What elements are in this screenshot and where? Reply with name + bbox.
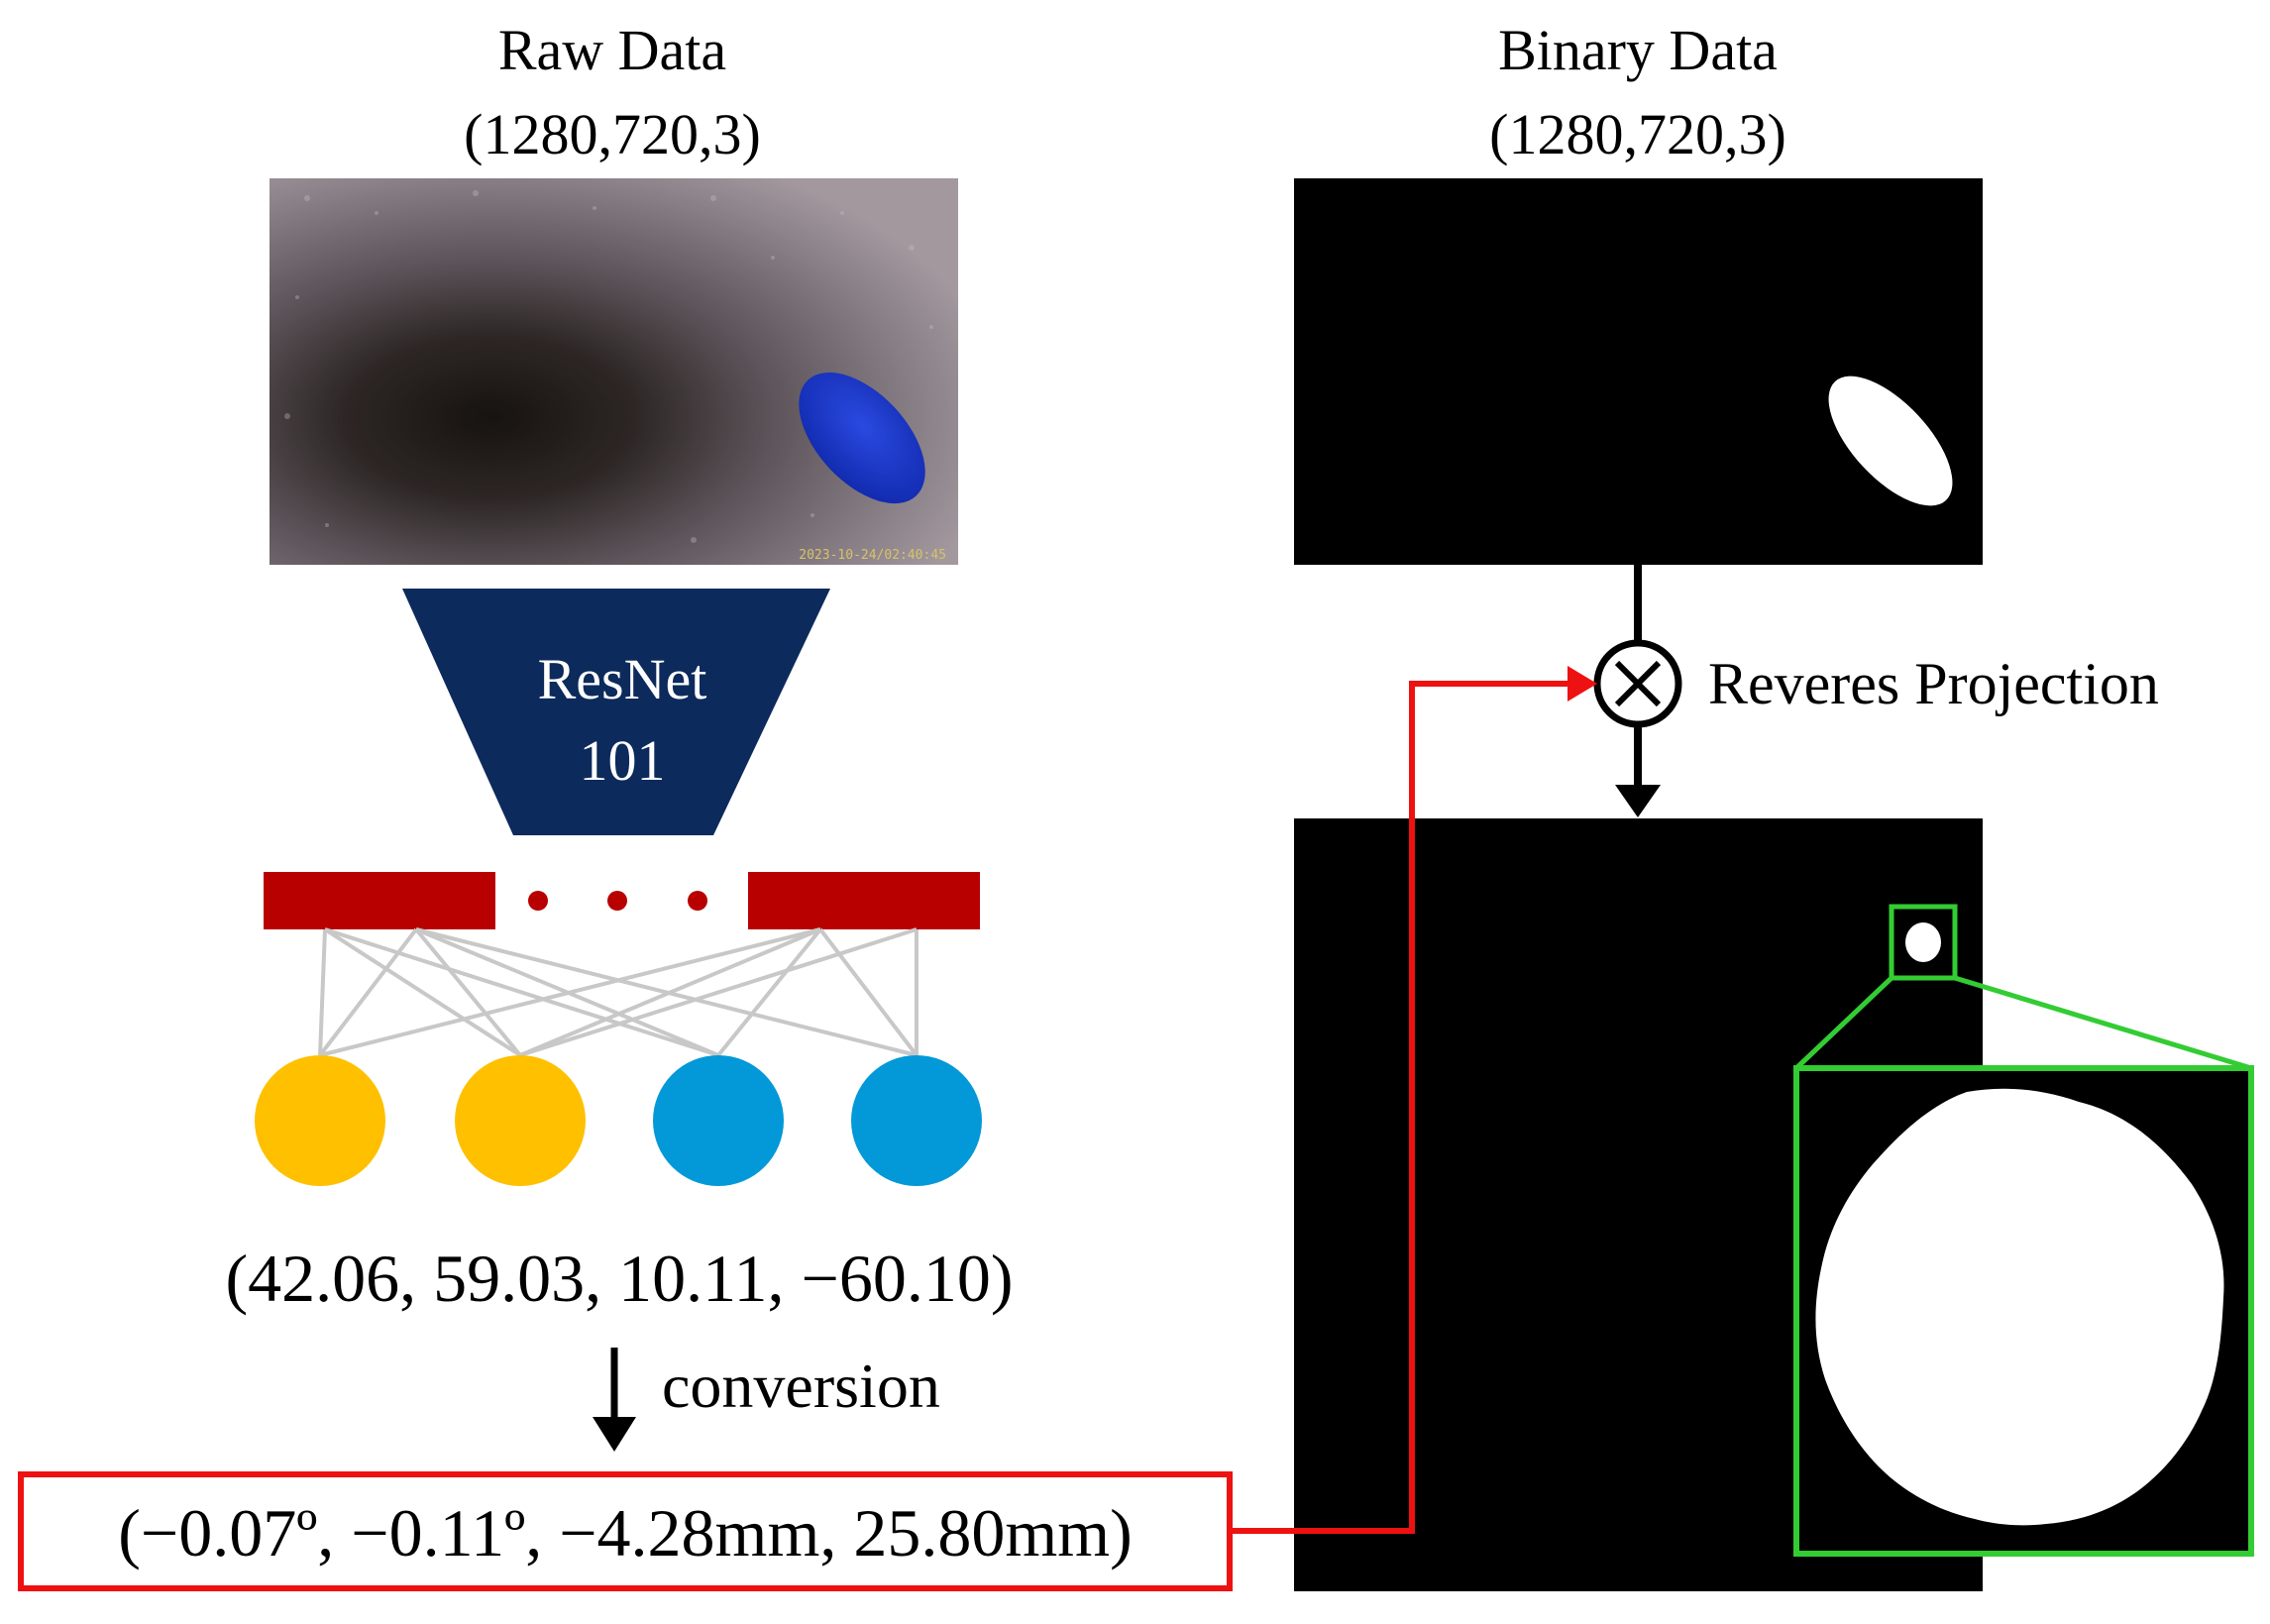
conversion-label: conversion bbox=[662, 1351, 940, 1421]
stone-blob bbox=[799, 372, 925, 504]
feature-layer-right bbox=[748, 872, 980, 929]
binary-data-shape: (1280,720,3) bbox=[1489, 102, 1786, 166]
circled-times-icon bbox=[1593, 639, 1682, 728]
ellipsis-dots bbox=[528, 891, 707, 911]
result-connector-arrow-head bbox=[1567, 666, 1597, 702]
conversion-arrow-head bbox=[593, 1417, 636, 1452]
binary-mask-image bbox=[1294, 178, 1983, 565]
zoom-source-box bbox=[1889, 904, 1958, 981]
binary-stone-blob bbox=[1828, 376, 1953, 506]
resnet-label-line1: ResNet bbox=[538, 647, 707, 711]
resnet-label-line2: 101 bbox=[580, 728, 666, 793]
result-values: (−0.07º, −0.11º, −4.28mm, 25.80mm) bbox=[118, 1495, 1133, 1570]
raw-data-shape: (1280,720,3) bbox=[464, 102, 761, 166]
projection-arrow-bottom-head bbox=[1615, 785, 1661, 817]
raw-data-title: Raw Data bbox=[498, 18, 726, 82]
reverse-projection-label: Reveres Projection bbox=[1708, 651, 2159, 716]
output-neuron-4 bbox=[851, 1055, 982, 1186]
zoomed-stone-shape bbox=[1815, 1088, 2224, 1526]
zoom-inset bbox=[1793, 1065, 2254, 1557]
camera-timestamp: 2023-10-24/02:40:45 bbox=[799, 548, 946, 563]
output-neuron-2 bbox=[455, 1055, 586, 1186]
output-neuron-3 bbox=[653, 1055, 784, 1186]
feature-layer-left bbox=[264, 872, 495, 929]
raw-camera-image: 2023-10-24/02:40:45 bbox=[270, 178, 958, 565]
prediction-values: (42.06, 59.03, 10.11, −60.10) bbox=[225, 1241, 1013, 1316]
zoom-connector-right bbox=[1954, 975, 2252, 1071]
result-to-projection-connector bbox=[1230, 681, 1570, 1534]
binary-data-title: Binary Data bbox=[1498, 18, 1778, 82]
resnet-block bbox=[402, 589, 830, 835]
projected-stone-dot bbox=[1905, 922, 1941, 962]
zoom-connector-left bbox=[1794, 976, 1893, 1070]
fc-connections bbox=[318, 927, 919, 1057]
output-neuron-1 bbox=[255, 1055, 385, 1186]
